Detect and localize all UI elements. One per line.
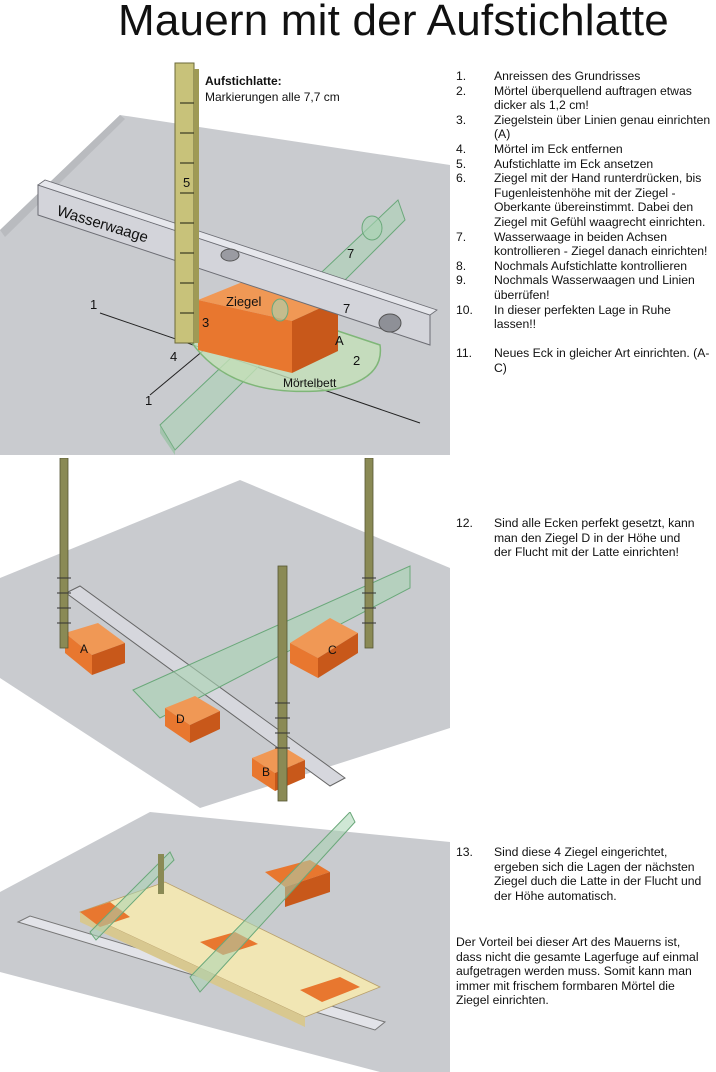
aufstichlatte-right [364, 458, 374, 649]
step-number: 10. [456, 302, 473, 317]
step-item: 5. Aufstichlatte im Eck ansetzen [456, 157, 711, 172]
step-13-text: Sind diese 4 Ziegel eingerichtet, ergebe… [494, 845, 702, 903]
step-number: 5. [456, 156, 467, 171]
step-item: 3. Ziegelstein über Linien genau einricht… [456, 113, 711, 142]
level-vial-2 [378, 313, 402, 333]
step-number: 4. [456, 141, 467, 156]
step-number: 6. [456, 171, 467, 186]
label-step-4: 4 [170, 349, 177, 364]
label-ziegel: Ziegel [226, 294, 262, 309]
aufstichlatte [174, 62, 195, 344]
label-step-3: 3 [202, 315, 209, 330]
label-brick-a: A [80, 642, 88, 656]
aufstichlatte-center [277, 565, 288, 802]
brick-front [198, 300, 292, 373]
step-item: 8. Nochmals Aufstichlatte kontrollieren [456, 259, 711, 274]
step-text: Ziegel mit der Hand runterdrücken, bis F… [494, 171, 706, 229]
bottom-illustration [0, 812, 450, 1072]
brick-a [65, 623, 125, 675]
glass-latte [132, 565, 411, 719]
label-step-7b: 7 [343, 301, 350, 316]
step-13: 13. Sind diese 4 Ziegel eingerichtet, erg… [456, 845, 714, 903]
step-text: Anreissen des Grundrisses [494, 69, 641, 83]
callout-title: Aufstichlatte: [205, 74, 282, 88]
label-step-1a: 1 [90, 297, 97, 312]
brick-side [292, 300, 338, 373]
step-item: 2. Mörtel überquellend auftragen etwas di… [456, 84, 711, 113]
step-text: In dieser perfekten Lage in Ruhe lassen!… [494, 302, 671, 332]
step-number: 2. [456, 83, 467, 98]
page-title: Mauern mit der Aufstichlatte [118, 0, 669, 45]
aufstichlatte-small [158, 854, 164, 894]
step-item: 9. Nochmals Wasserwaagen und Linien überr… [456, 273, 711, 302]
step-item: 11. Neues Eck in gleicher Art einrichten.… [456, 346, 711, 375]
brick-c [290, 618, 358, 678]
step-item: 6. Ziegel mit der Hand runterdrücken, bis… [456, 171, 711, 229]
label-step-7a: 7 [347, 246, 354, 261]
label-step-2: 2 [353, 353, 360, 368]
step-13-number: 13. [456, 845, 473, 859]
step-text: Mörtel überquellend auftragen etwas dick… [494, 83, 692, 113]
step-text: Ziegelstein über Linien genau einrichten… [494, 112, 711, 142]
step-text: Neues Eck in gleicher Art einrichten. (A… [494, 346, 710, 375]
label-step-5: 5 [183, 175, 190, 190]
brick-top [198, 281, 338, 321]
step-item: 4. Mörtel im Eck entfernen [456, 142, 711, 157]
label-brick-a: A [335, 333, 344, 348]
ground-plane [0, 480, 450, 808]
label-moertelbett: Mörtelbett [283, 376, 337, 390]
step-number: 8. [456, 258, 467, 273]
step-text: Aufstichlatte im Eck ansetzen [494, 156, 654, 171]
aufstichlatte-left [59, 458, 69, 649]
step-number: 9. [456, 273, 467, 288]
label-step-1b: 1 [145, 393, 152, 408]
step-number: 7. [456, 229, 467, 244]
step-text: Mörtel im Eck entfernen [494, 141, 623, 156]
label-brick-b: B [262, 765, 270, 779]
step-number: 3. [456, 112, 467, 127]
glass-latte-2 [89, 851, 175, 941]
step-number: 1. [456, 69, 467, 83]
brick-orange-3 [300, 977, 360, 1002]
step-12: 12. Sind alle Ecken perfekt gesetzt, kann… [456, 516, 696, 560]
step-number: 11. [456, 346, 473, 361]
step-item: 1. Anreissen des Grundrisses [456, 69, 711, 84]
step-12-text: Sind alle Ecken perfekt gesetzt, kann ma… [494, 516, 695, 560]
level-vial-1 [220, 248, 240, 262]
callout-text: Markierungen alle 7,7 cm [205, 90, 340, 104]
step-text: Nochmals Wasserwaagen und Linien überrüf… [494, 273, 695, 302]
step-text: Nochmals Aufstichlatte kontrollieren [494, 258, 688, 273]
step-item: 7. Wasserwaage in beiden Achsen kontrolli… [456, 230, 711, 259]
top-illustration: Aufstichlatte: Markierungen alle 7,7 cm … [0, 62, 450, 455]
step-12-number: 12. [456, 516, 473, 530]
glass-latte-1 [189, 812, 356, 993]
steps-list: 1. Anreissen des Grundrisses 2. Mörtel über… [456, 69, 711, 375]
brick-d [165, 696, 220, 743]
middle-illustration: A C D B [0, 458, 450, 808]
label-brick-d: D [176, 712, 185, 726]
conclusion-paragraph: Der Vorteil bei dieser Art des Mauerns i… [456, 935, 699, 1008]
step-text: Wasserwaage in beiden Achsen kontrollier… [494, 229, 708, 259]
step-item: 10. In dieser perfekten Lage in Ruhe lass… [456, 303, 711, 332]
label-brick-c: C [328, 643, 337, 657]
